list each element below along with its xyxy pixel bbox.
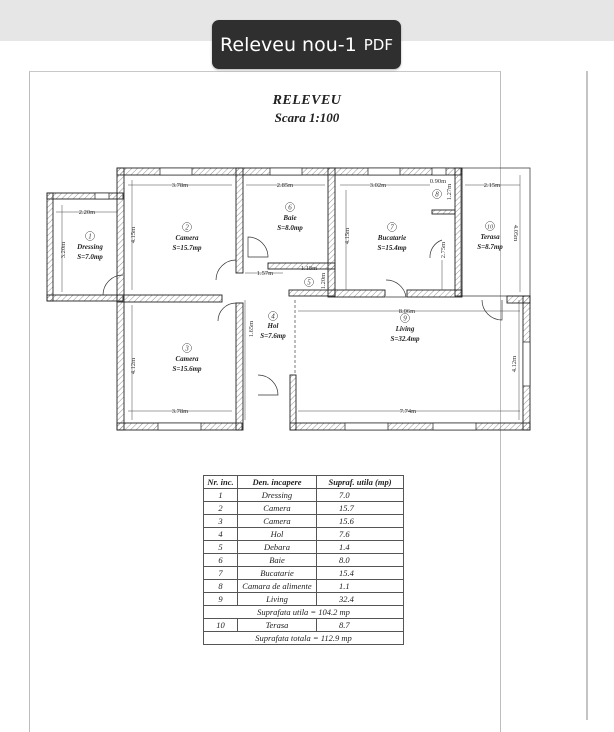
svg-text:Bucatarie: Bucatarie bbox=[377, 234, 406, 242]
svg-text:S=15.4mp: S=15.4mp bbox=[377, 244, 407, 252]
header-nr: Nr. inc. bbox=[203, 475, 238, 489]
svg-text:1.27m: 1.27m bbox=[446, 184, 453, 200]
svg-text:5: 5 bbox=[307, 279, 311, 287]
svg-text:1.20m: 1.20m bbox=[320, 273, 327, 289]
svg-text:2.20m: 2.20m bbox=[79, 209, 95, 216]
svg-text:0.90m: 0.90m bbox=[430, 178, 446, 185]
svg-text:4.12m: 4.12m bbox=[130, 358, 137, 374]
svg-text:4.05m: 4.05m bbox=[512, 225, 519, 241]
subtotal-row: Suprafata utila = 104.2 mp bbox=[203, 605, 404, 619]
svg-text:Camera: Camera bbox=[176, 355, 199, 363]
svg-text:4.12m: 4.12m bbox=[511, 356, 518, 372]
header-name: Den. incapere bbox=[237, 475, 317, 489]
svg-text:3: 3 bbox=[184, 345, 189, 353]
svg-text:3.78m: 3.78m bbox=[172, 408, 188, 415]
svg-text:S=8.0mp: S=8.0mp bbox=[277, 224, 303, 232]
svg-text:6: 6 bbox=[288, 204, 292, 212]
document-title-badge: Releveu nou-1 PDF bbox=[212, 20, 401, 69]
svg-text:1.57m: 1.57m bbox=[257, 270, 273, 277]
svg-text:3.78m: 3.78m bbox=[172, 182, 188, 189]
svg-text:8: 8 bbox=[435, 191, 439, 199]
svg-text:9: 9 bbox=[403, 315, 407, 323]
svg-text:8.06m: 8.06m bbox=[399, 308, 415, 315]
svg-text:7: 7 bbox=[390, 224, 394, 232]
svg-text:1.18m: 1.18m bbox=[301, 265, 317, 272]
svg-text:S=32.4mp: S=32.4mp bbox=[390, 335, 420, 343]
svg-text:4.15m: 4.15m bbox=[130, 227, 137, 243]
svg-text:S=15.6mp: S=15.6mp bbox=[172, 365, 202, 373]
svg-text:4.15m: 4.15m bbox=[344, 228, 351, 244]
file-type: PDF bbox=[363, 35, 393, 54]
windows bbox=[94, 167, 531, 431]
total-row: Suprafata totala = 112.9 mp bbox=[203, 631, 404, 645]
document-scale: Scara 1:100 bbox=[274, 110, 340, 125]
table-header-row: Nr. inc. Den. incapere Supraf. utila (mp… bbox=[203, 475, 404, 489]
svg-text:2.15m: 2.15m bbox=[484, 182, 500, 189]
svg-text:3.20m: 3.20m bbox=[60, 242, 67, 258]
doors bbox=[102, 236, 503, 396]
svg-text:Hol: Hol bbox=[267, 322, 279, 330]
svg-text:S=15.7mp: S=15.7mp bbox=[172, 244, 202, 252]
svg-text:1.65m: 1.65m bbox=[248, 321, 255, 337]
svg-text:2.75m: 2.75m bbox=[440, 242, 447, 258]
document-heading: RELEVEU bbox=[272, 93, 342, 108]
walls bbox=[46, 167, 531, 431]
svg-text:S=7.0mp: S=7.0mp bbox=[77, 253, 103, 261]
file-name: Releveu nou-1 bbox=[220, 33, 357, 56]
svg-text:S=8.7mp: S=8.7mp bbox=[477, 243, 503, 251]
svg-text:2.85m: 2.85m bbox=[277, 182, 293, 189]
svg-text:7.74m: 7.74m bbox=[400, 408, 416, 415]
svg-text:Dressing: Dressing bbox=[76, 243, 103, 251]
svg-text:Terasa: Terasa bbox=[480, 233, 500, 241]
page-scrollbar-edge bbox=[586, 71, 588, 720]
svg-text:Camera: Camera bbox=[176, 234, 199, 242]
svg-text:1: 1 bbox=[88, 233, 92, 241]
svg-text:3.02m: 3.02m bbox=[370, 182, 386, 189]
area-table: Nr. inc. Den. incapere Supraf. utila (mp… bbox=[203, 475, 404, 645]
svg-text:Baie: Baie bbox=[282, 214, 296, 222]
svg-text:4: 4 bbox=[271, 313, 275, 321]
svg-text:2: 2 bbox=[185, 224, 189, 232]
svg-text:10: 10 bbox=[487, 225, 493, 231]
svg-text:S=7.6mp: S=7.6mp bbox=[260, 332, 286, 340]
svg-text:Living: Living bbox=[395, 325, 415, 333]
header-area: Supraf. utila (mp) bbox=[316, 475, 404, 489]
